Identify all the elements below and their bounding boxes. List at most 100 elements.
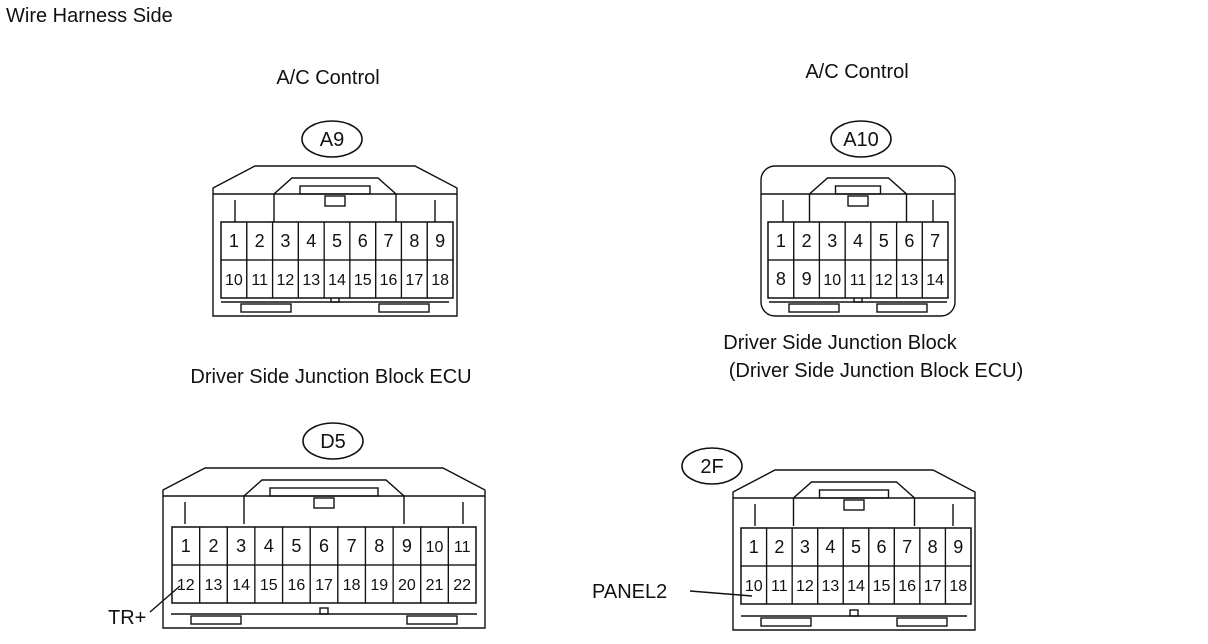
connector-id-label: 2F xyxy=(700,456,723,478)
pin-number: 13 xyxy=(302,272,320,289)
pin-number: 6 xyxy=(358,231,368,251)
pin-number: 3 xyxy=(800,537,810,557)
connector-housing xyxy=(212,165,458,317)
callout-label: PANEL2 xyxy=(592,581,667,603)
pin-number: 9 xyxy=(953,537,963,557)
pin-number: 6 xyxy=(877,537,887,557)
pin-number: 12 xyxy=(796,578,814,595)
pin-number: 11 xyxy=(251,272,268,289)
pin-number: 7 xyxy=(902,537,912,557)
pin-number: 8 xyxy=(928,537,938,557)
pin-number: 12 xyxy=(177,577,195,594)
connector-id-badge xyxy=(830,120,892,158)
pin-cell xyxy=(921,259,949,299)
pin-number: 14 xyxy=(328,272,346,289)
pin-number: 4 xyxy=(306,231,316,251)
callout-leader-line xyxy=(689,590,753,597)
pin-number: 20 xyxy=(398,577,416,594)
pin-number: 3 xyxy=(236,536,246,556)
pin-number: 12 xyxy=(277,272,295,289)
pin-number: 1 xyxy=(229,231,239,251)
pin-number: 15 xyxy=(354,272,372,289)
pin-number: 10 xyxy=(426,539,444,556)
pin-number: 5 xyxy=(851,537,861,557)
pin-number: 13 xyxy=(205,577,223,594)
connector-id-badge xyxy=(681,447,743,485)
connector-caption: Driver Side Junction Block xyxy=(723,332,957,354)
pin-number: 16 xyxy=(380,272,398,289)
pin-number: 12 xyxy=(875,272,893,289)
pin-number: 9 xyxy=(402,536,412,556)
connector-id-label: A9 xyxy=(320,129,344,151)
connector-housing xyxy=(760,165,956,317)
pin-number: 1 xyxy=(181,536,191,556)
pin-number: 2 xyxy=(802,231,812,251)
diagram-title: Wire Harness Side xyxy=(6,5,173,27)
pin-number: 6 xyxy=(319,536,329,556)
connector-id-badge xyxy=(302,422,364,460)
pin-number: 5 xyxy=(332,231,342,251)
connector-caption: Driver Side Junction Block ECU xyxy=(190,366,471,388)
pin-number: 14 xyxy=(847,578,865,595)
connector-housing xyxy=(732,469,976,631)
pin-number: 11 xyxy=(454,539,471,556)
pin-number: 7 xyxy=(930,231,940,251)
pin-number: 10 xyxy=(823,272,841,289)
pin-number: 6 xyxy=(904,231,914,251)
connector-2f: Driver Side Junction Block (Driver Side J… xyxy=(681,332,1024,631)
pin-number: 14 xyxy=(232,577,250,594)
pin-cell xyxy=(447,564,477,604)
pin-number: 7 xyxy=(347,536,357,556)
pin-number: 3 xyxy=(280,231,290,251)
pin-number: 8 xyxy=(776,269,786,289)
pin-number: 16 xyxy=(898,578,916,595)
connector-caption: (Driver Side Junction Block ECU) xyxy=(729,360,1024,382)
pin-number: 4 xyxy=(264,536,274,556)
pin-number: 14 xyxy=(926,272,944,289)
pin-number: 17 xyxy=(315,577,333,594)
pin-number: 5 xyxy=(291,536,301,556)
connector-id-label: A10 xyxy=(843,129,879,151)
pin-number: 4 xyxy=(825,537,835,557)
callout-panel2: PANEL2 xyxy=(592,581,753,603)
callout-label: TR+ xyxy=(108,607,146,629)
pin-number: 1 xyxy=(776,231,786,251)
connector-id-label: D5 xyxy=(320,431,346,453)
pin-number: 11 xyxy=(771,578,788,595)
pin-number: 5 xyxy=(879,231,889,251)
pin-number: 17 xyxy=(405,272,423,289)
connector-housing xyxy=(162,467,486,629)
connector-caption: A/C Control xyxy=(276,67,379,89)
pin-number: 15 xyxy=(260,577,278,594)
pin-number: 2 xyxy=(255,231,265,251)
pin-number: 17 xyxy=(924,578,942,595)
pin-number: 15 xyxy=(873,578,891,595)
pin-number: 9 xyxy=(802,269,812,289)
callout-tr-: TR+ xyxy=(108,585,181,629)
connector-caption: A/C Control xyxy=(805,61,908,83)
callout-leader-line xyxy=(149,585,181,613)
pin-number: 13 xyxy=(901,272,919,289)
pin-number: 16 xyxy=(287,577,305,594)
connector-id-badge xyxy=(301,120,363,158)
pin-number: 2 xyxy=(208,536,218,556)
pin-number: 3 xyxy=(827,231,837,251)
pin-number: 8 xyxy=(374,536,384,556)
pin-number: 4 xyxy=(853,231,863,251)
pin-cell xyxy=(426,259,454,299)
pin-number: 21 xyxy=(426,577,444,594)
pin-number: 10 xyxy=(745,578,763,595)
pin-number: 18 xyxy=(431,272,449,289)
pin-number: 13 xyxy=(822,578,840,595)
pin-number: 1 xyxy=(749,537,759,557)
pin-number: 9 xyxy=(435,231,445,251)
pin-number: 18 xyxy=(949,578,967,595)
